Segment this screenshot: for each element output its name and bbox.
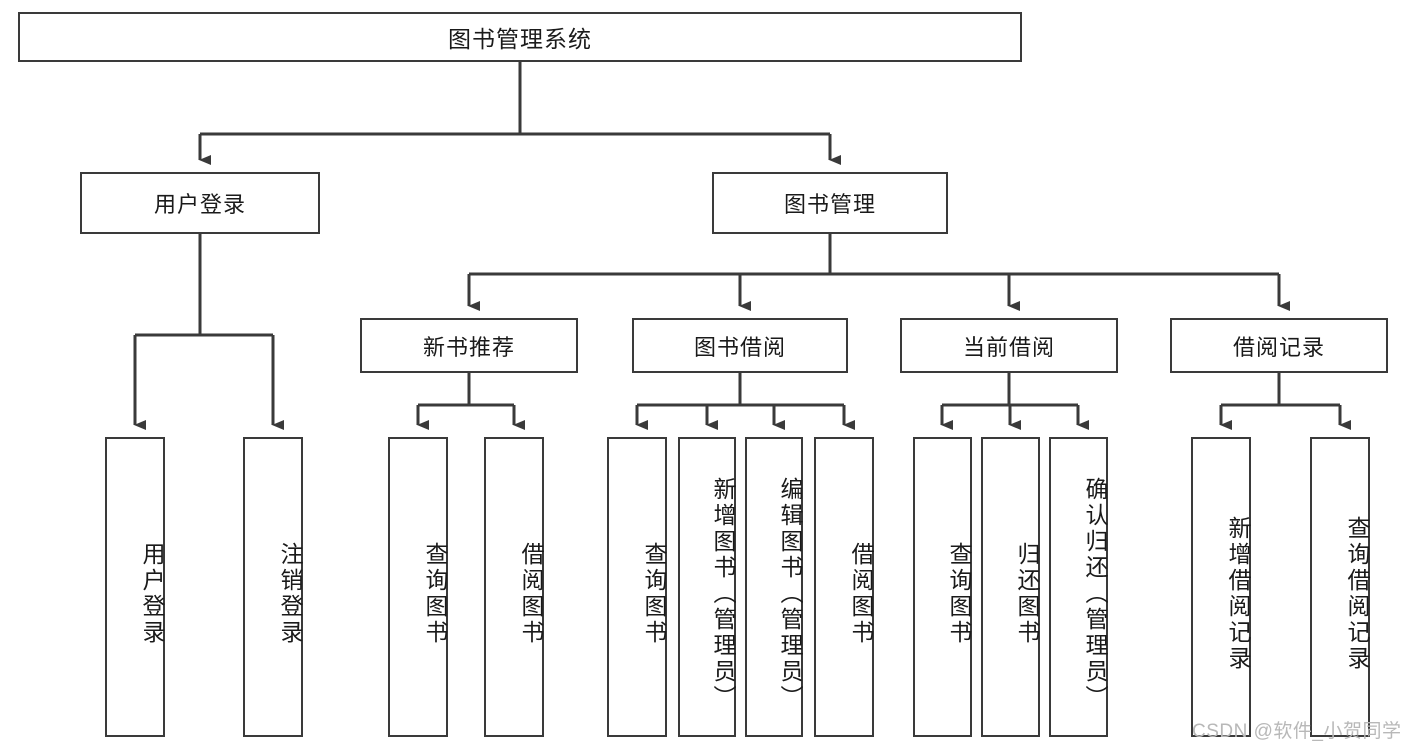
node-leaf-confirm-return-label: 确认归还（管理员） [1082, 477, 1108, 711]
node-leaf-edit-book[interactable]: 编辑图书（管理员） [745, 437, 803, 737]
node-book-borrow[interactable]: 图书借阅 [632, 318, 848, 373]
node-leaf-borrow-book-1-label: 借阅图书 [518, 542, 544, 646]
node-leaf-add-book-label: 新增图书（管理员） [710, 477, 736, 711]
node-leaf-user-login-label: 用户登录 [139, 542, 165, 646]
node-book-manage[interactable]: 图书管理 [712, 172, 948, 234]
node-leaf-query-book-1-label: 查询图书 [422, 542, 448, 646]
node-leaf-add-record-label: 新增借阅记录 [1225, 516, 1251, 672]
node-current-borrow[interactable]: 当前借阅 [900, 318, 1118, 373]
node-leaf-query-record[interactable]: 查询借阅记录 [1310, 437, 1370, 737]
node-leaf-logout[interactable]: 注销登录 [243, 437, 303, 737]
node-borrow-record-label: 借阅记录 [1232, 334, 1325, 360]
node-user-login-label: 用户登录 [153, 192, 246, 217]
node-root-label: 图书管理系统 [448, 26, 592, 52]
node-leaf-add-record[interactable]: 新增借阅记录 [1191, 437, 1251, 737]
node-leaf-user-login[interactable]: 用户登录 [105, 437, 165, 737]
node-leaf-query-book-3[interactable]: 查询图书 [913, 437, 972, 737]
node-leaf-edit-book-label: 编辑图书（管理员） [777, 477, 803, 711]
node-leaf-query-book-1[interactable]: 查询图书 [388, 437, 448, 737]
node-leaf-return-book-label: 归还图书 [1014, 542, 1040, 646]
node-user-login[interactable]: 用户登录 [80, 172, 320, 234]
node-book-manage-label: 图书管理 [783, 192, 876, 217]
csdn-watermark: CSDN @软件_小贺同学 [1192, 721, 1402, 742]
node-leaf-borrow-book-1[interactable]: 借阅图书 [484, 437, 544, 737]
node-leaf-logout-label: 注销登录 [277, 542, 303, 646]
node-borrow-record[interactable]: 借阅记录 [1170, 318, 1388, 373]
node-leaf-borrow-book-2[interactable]: 借阅图书 [814, 437, 874, 737]
node-leaf-borrow-book-2-label: 借阅图书 [848, 542, 874, 646]
node-leaf-return-book[interactable]: 归还图书 [981, 437, 1040, 737]
node-new-book-recommend-label: 新书推荐 [422, 334, 515, 360]
node-root[interactable]: 图书管理系统 [18, 12, 1022, 62]
node-leaf-query-book-2[interactable]: 查询图书 [607, 437, 667, 737]
node-leaf-add-book[interactable]: 新增图书（管理员） [678, 437, 736, 737]
node-new-book-recommend[interactable]: 新书推荐 [360, 318, 578, 373]
node-leaf-query-book-2-label: 查询图书 [641, 542, 667, 646]
node-book-borrow-label: 图书借阅 [693, 334, 786, 360]
node-leaf-confirm-return[interactable]: 确认归还（管理员） [1049, 437, 1108, 737]
node-leaf-query-record-label: 查询借阅记录 [1344, 516, 1370, 672]
node-leaf-query-book-3-label: 查询图书 [946, 542, 972, 646]
node-current-borrow-label: 当前借阅 [962, 334, 1055, 360]
